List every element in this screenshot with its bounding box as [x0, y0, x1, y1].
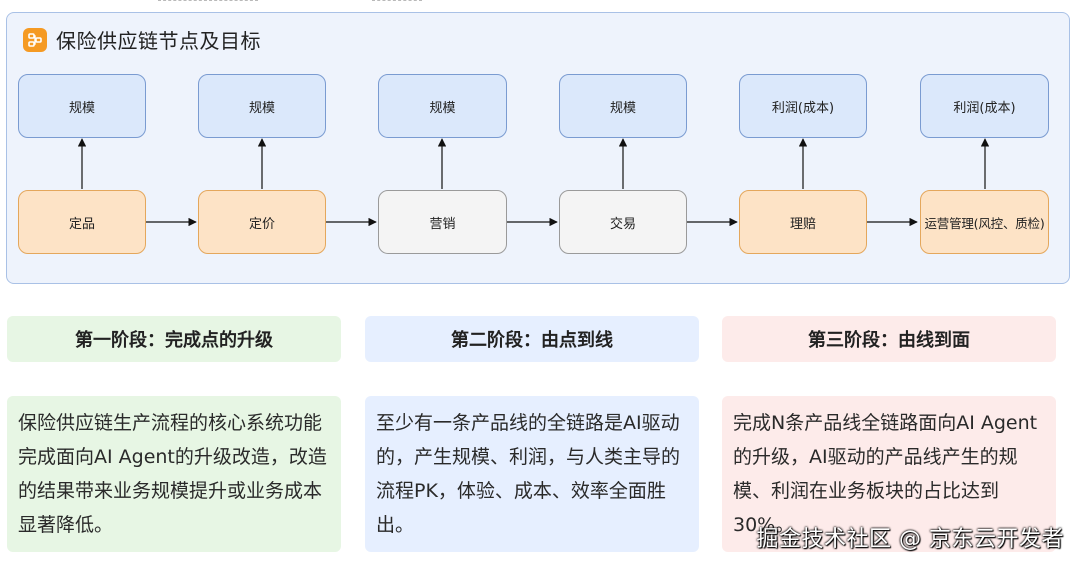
stage-3-title: 第三阶段：由线到面 [722, 316, 1056, 362]
goal-node-1: 规模 [18, 74, 146, 138]
vertical-arrows [77, 138, 990, 189]
stage-2-description: 至少有一条产品线的全链路是AI驱动的，产生规模、利润，与人类主导的流程PK，体验… [365, 396, 699, 552]
process-label: 定品 [68, 216, 95, 232]
stage-2-title: 第二阶段：由点到线 [365, 316, 699, 362]
process-node-lipei: 理赔 [739, 190, 867, 254]
supply-chain-panel: 保险供应链节点及目标 [6, 12, 1070, 284]
process-node-yunying: 运营管理(风控、质检) [920, 190, 1049, 254]
goal-node-3: 规模 [378, 74, 507, 138]
goal-node-6: 利润(成本) [920, 74, 1049, 138]
watermark: 掘金技术社区 @ 京东云开发者 [756, 527, 1064, 552]
goal-node-4: 规模 [559, 74, 687, 138]
top-divider-right [372, 0, 422, 3]
goal-label: 规模 [609, 100, 636, 116]
goal-label: 规模 [248, 100, 275, 116]
process-node-yingxiao: 营销 [378, 190, 507, 254]
flowchart-icon [23, 27, 47, 52]
top-divider-left [158, 0, 258, 3]
flow-arrows [77, 138, 990, 227]
panel-header: 保险供应链节点及目标 [23, 25, 261, 54]
goal-node-2: 规模 [198, 74, 326, 138]
stage-1-description: 保险供应链生产流程的核心系统功能完成面向AI Agent的升级改造，改造的结果带… [7, 396, 341, 552]
stage-1-title: 第一阶段：完成点的升级 [7, 316, 341, 362]
process-node-dingjia: 定价 [198, 190, 326, 254]
goal-label: 利润(成本) [771, 100, 835, 116]
goal-label: 规模 [68, 100, 95, 116]
process-node-dingpin: 定品 [18, 190, 146, 254]
goal-node-5: 利润(成本) [739, 74, 867, 138]
goal-label: 规模 [429, 100, 456, 116]
process-label: 定价 [248, 216, 275, 232]
process-label: 营销 [429, 216, 456, 232]
process-label: 理赔 [789, 216, 816, 232]
process-node-jiaoyi: 交易 [559, 190, 687, 254]
goal-label: 利润(成本) [953, 100, 1016, 116]
process-label: 交易 [609, 216, 636, 232]
process-label: 运营管理(风控、质检) [924, 215, 1045, 231]
stage-3-description: 完成N条产品线全链路面向AI Agent的升级，AI驱动的产品线产生的规模、利润… [722, 396, 1056, 552]
panel-title: 保险供应链节点及目标 [56, 29, 261, 53]
